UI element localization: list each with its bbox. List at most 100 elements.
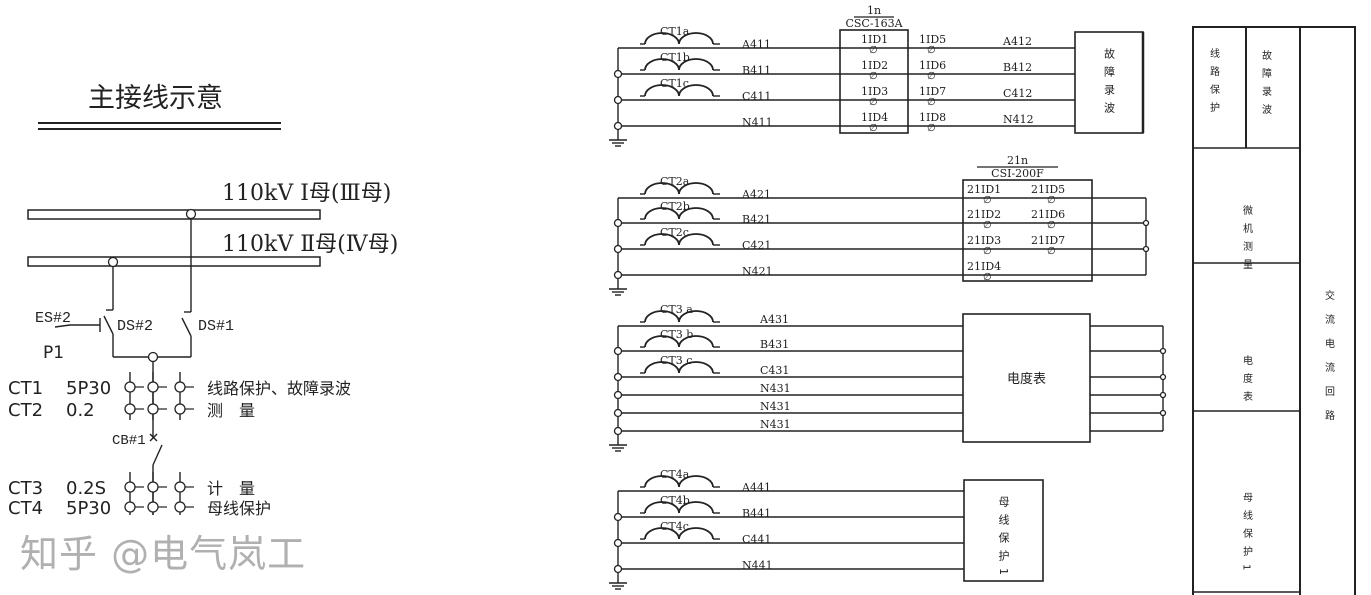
wire-label: C441	[742, 533, 771, 546]
return-node	[1142, 245, 1150, 253]
out-wire-label: N412	[1003, 113, 1034, 126]
coil-label: CT2b	[660, 200, 690, 213]
ct-coil-icon	[644, 84, 714, 97]
return-node	[1159, 347, 1167, 355]
ct-coil-icon	[644, 501, 714, 514]
wire-label: A431	[759, 313, 789, 326]
ct-symbol-icon	[174, 481, 186, 493]
junction-node	[613, 512, 623, 522]
ct-name-label: CT2	[8, 400, 43, 421]
return-node	[1159, 409, 1167, 417]
bus-2	[27, 256, 321, 267]
terminal-screw-icon: ∅	[927, 71, 936, 82]
side-table-cell: 微机测量	[1241, 204, 1253, 277]
wire-label: N431	[760, 418, 791, 431]
wire-label: B441	[742, 507, 771, 520]
ct-symbol-icon	[147, 481, 159, 493]
wire-label: N421	[742, 265, 773, 278]
terminal-screw-icon: ∅	[1047, 246, 1056, 257]
side-table-right-column: 交流电流回路	[1323, 289, 1335, 434]
terminal-label: 1ID4	[861, 111, 888, 124]
return-node	[1142, 219, 1150, 227]
ct-symbol-icon	[124, 501, 136, 513]
feeder-node	[147, 351, 159, 363]
ct-coil-icon	[644, 475, 714, 488]
terminal-block-title: 21n	[1007, 154, 1028, 167]
terminal-block	[839, 29, 909, 134]
junction-node	[613, 408, 623, 418]
terminal-block	[962, 179, 1093, 282]
p1-label: P1	[43, 343, 64, 363]
junction-node	[613, 244, 623, 254]
bus-2-node	[107, 256, 119, 268]
wire-label: A441	[741, 481, 771, 494]
terminal-screw-icon: ∅	[1047, 220, 1056, 231]
return-node	[1159, 391, 1167, 399]
ct-symbol-icon	[147, 501, 159, 513]
ct-coil-icon	[644, 182, 714, 195]
coil-label: CT2c	[660, 226, 689, 239]
terminal-label: 1ID3	[861, 85, 888, 98]
side-table-cell: 故障录波	[1260, 49, 1272, 122]
ct-symbol-icon	[174, 403, 186, 415]
junction-node	[613, 538, 623, 548]
coil-label: CT3 b	[660, 328, 693, 341]
out-wire-label: B412	[1003, 61, 1032, 74]
earth-switch-blade-icon	[54, 324, 71, 328]
wire-label: A421	[741, 188, 771, 201]
terminal-label: 21ID2	[967, 208, 1001, 221]
terminal-screw-icon: ∅	[927, 45, 936, 56]
wire-label: N441	[742, 559, 773, 572]
junction-node	[613, 95, 623, 105]
watermark: 知乎 @电气岚工	[20, 532, 307, 576]
wire-label: C421	[742, 239, 771, 252]
terminal-label: 21ID5	[1031, 183, 1065, 196]
wire-label: C431	[760, 364, 789, 377]
ct-symbol-icon	[124, 381, 136, 393]
ct-coil-icon	[644, 58, 714, 71]
device-box	[963, 479, 1044, 582]
terminal-screw-icon: ∅	[983, 246, 992, 257]
ds1-blade-icon	[181, 317, 192, 337]
side-table-cell: 线路保护	[1208, 47, 1220, 120]
terminal-label: 1ID6	[919, 59, 946, 72]
terminal-label: 21ID3	[967, 234, 1001, 247]
ct-symbol-icon	[124, 481, 136, 493]
junction-node	[613, 346, 623, 356]
cb1-label: CB#1	[112, 433, 146, 449]
ct-symbol-icon	[124, 403, 136, 415]
ct-class-label: 0.2	[66, 400, 95, 421]
ct-symbol-icon	[174, 501, 186, 513]
terminal-screw-icon: ∅	[869, 97, 878, 108]
coil-label: CT3 a	[660, 303, 693, 316]
wire-label: N431	[760, 400, 791, 413]
terminal-screw-icon: ∅	[869, 45, 878, 56]
ct-use-label: 计 量	[207, 479, 255, 498]
terminal-label: 1ID5	[919, 33, 946, 46]
device-label: 母线保护1	[997, 496, 1010, 582]
wire-label: A411	[741, 38, 771, 51]
cover-panel	[0, 520, 315, 578]
wire-label: N431	[760, 382, 791, 395]
bus-1-label: 110kV Ⅰ母(Ⅲ母)	[222, 181, 391, 206]
junction-node	[613, 564, 623, 574]
junction-node	[613, 390, 623, 400]
ct-class-label: 0.2S	[66, 478, 106, 499]
wire-label: B421	[742, 213, 771, 226]
bus-1-node	[185, 208, 197, 220]
ct-symbol-icon	[147, 403, 159, 415]
side-table-cell: 母线保护1	[1241, 492, 1253, 579]
ct-symbol-icon	[174, 381, 186, 393]
ct-symbol-icon	[147, 381, 159, 393]
terminal-label: 1ID8	[919, 111, 946, 124]
ds2-label: DS#2	[117, 318, 153, 335]
out-wire-label: A412	[1002, 35, 1032, 48]
ct-class-label: 5P30	[66, 378, 111, 399]
ct-name-label: CT1	[8, 378, 43, 399]
ct-use-label: 线路保护、故障录波	[207, 379, 351, 398]
ct-coil-icon	[644, 310, 714, 323]
ct-name-label: CT3	[8, 478, 43, 499]
terminal-screw-icon: ∅	[1047, 195, 1056, 206]
junction-node	[613, 121, 623, 131]
